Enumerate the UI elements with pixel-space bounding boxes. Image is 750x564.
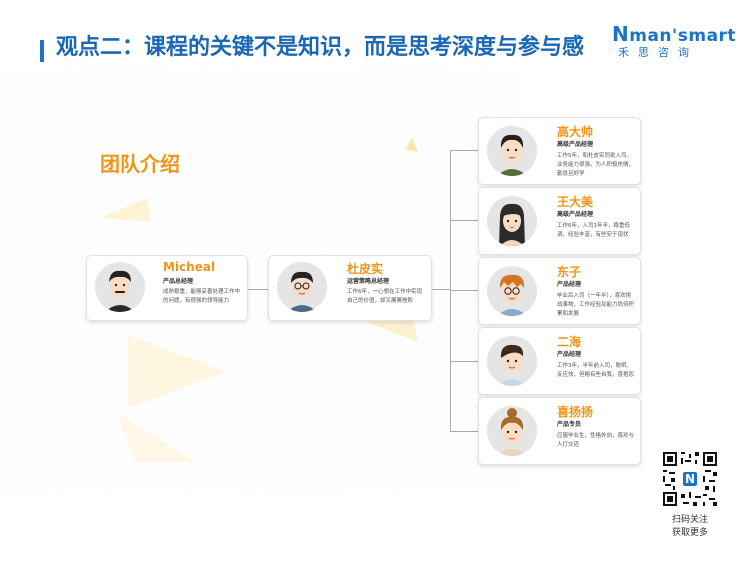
member-name: 高大帅	[557, 125, 594, 139]
member-description: 工作5年，和杜皮实同批入司，业务能力很强，为人积极热情，勤恳且好学	[557, 153, 635, 177]
young-man-glasses-avatar	[487, 266, 537, 316]
connector-branch-4	[450, 361, 478, 362]
member-description: 成熟稳重，能够妥善处理工作中的问题，有很强的领导能力	[163, 289, 241, 304]
member-card-team-5: 喜扬扬 产品专员 应届毕业生，性格外向，喜欢与人打交道	[478, 397, 641, 465]
connector-branch-2	[450, 220, 478, 221]
qr-code[interactable]: N	[661, 450, 719, 508]
member-name: 二海	[557, 335, 582, 349]
qr-caption-line-1: 扫码关注	[671, 515, 708, 525]
member-description: 工作6年，入司1年半，稳重低调，经验丰富，有些安于现状	[557, 223, 630, 238]
member-description: 毕业后入司（一年半），喜欢挑战事物，工作经验及能力尚待积累和发展	[557, 293, 635, 317]
member-description: 应届毕业生，性格外向，喜欢与人打交道	[557, 433, 635, 448]
woman-long-hair-avatar	[487, 196, 537, 246]
member-card-team-4: 二海 产品经理 工作3年，半年前入司，聪明、反应快，但略有些自我，喜抱怨	[478, 327, 641, 395]
member-name: 王大美	[557, 195, 594, 209]
qr-logo-mark: N	[685, 472, 695, 486]
member-card-team-2: 王大美 高级产品经理 工作6年，入司1年半，稳重低调，经验丰富，有些安于现状	[478, 187, 641, 255]
member-card-manager: 杜皮实 运营策略总经理 工作6年，一心想在工作中实现自己的价值，却又屡屡挫败	[268, 255, 432, 321]
man-short-hair-avatar	[487, 126, 537, 176]
man-side-part-avatar	[487, 336, 537, 386]
man-with-mustache-avatar	[95, 262, 145, 312]
logo-brand-text: man'smart	[629, 26, 737, 46]
member-name: 喜扬扬	[557, 405, 594, 419]
member-role: 产品总经理	[163, 278, 194, 285]
member-role: 产品经理	[557, 281, 582, 288]
member-card-team-3: 东子 产品经理 毕业后入司（一年半），喜欢挑战事物，工作经验及能力尚待积累和发展	[478, 257, 641, 325]
member-description: 工作6年，一心想在工作中实现自己的价值，却又屡屡挫败	[347, 289, 423, 304]
connector-leader-manager	[246, 289, 268, 290]
connector-manager-bracket	[430, 289, 450, 290]
section-heading: 团队介绍	[100, 152, 180, 176]
connector-branch-5	[450, 431, 478, 432]
member-role: 产品专员	[557, 421, 582, 428]
man-with-glasses-avatar	[277, 262, 327, 312]
member-role: 运营策略总经理	[347, 278, 390, 285]
member-role: 高级产品经理	[557, 141, 594, 148]
member-name: Micheal	[163, 260, 216, 274]
connector-branch-3	[450, 290, 478, 291]
page-title: 观点二：课程的关键不是知识，而是思考深度与参与感	[56, 35, 585, 60]
member-name: 东子	[557, 265, 582, 279]
logo-mark-icon: N	[612, 22, 630, 46]
member-role: 产品经理	[557, 351, 582, 358]
girl-bun-hair-avatar	[487, 406, 537, 456]
qr-caption: 扫码关注 获取更多	[655, 514, 725, 540]
member-card-team-1: 高大帅 高级产品经理 工作5年，和杜皮实同批入司，业务能力很强，为人积极热情，勤…	[478, 117, 641, 185]
qr-caption-line-2: 获取更多	[671, 528, 708, 538]
connector-branch-1	[450, 150, 478, 151]
title-accent-bar	[40, 40, 44, 62]
member-description: 工作3年，半年前入司，聪明、反应快，但略有些自我，喜抱怨	[557, 363, 635, 378]
member-card-leader: Micheal 产品总经理 成熟稳重，能够妥善处理工作中的问题，有很强的领导能力	[86, 255, 248, 321]
member-name: 杜皮实	[347, 262, 384, 276]
member-role: 高级产品经理	[557, 211, 594, 218]
logo-subtitle: 禾思咨询	[618, 46, 698, 59]
brand-logo: Nman'smart 禾思咨询	[612, 22, 736, 64]
